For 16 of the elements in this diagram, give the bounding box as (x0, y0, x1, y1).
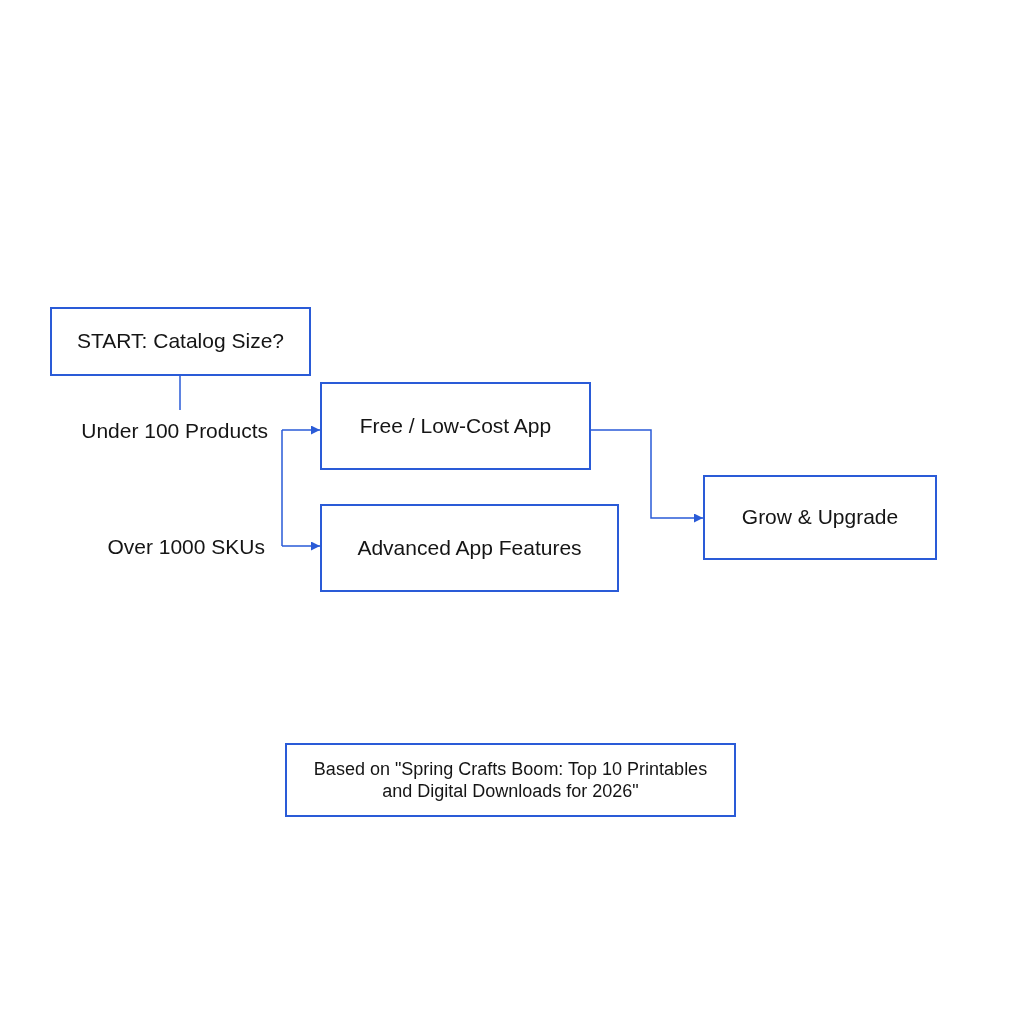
arrow (281, 425, 321, 435)
arrow (590, 429, 704, 523)
start-box (50, 307, 311, 376)
node-text: Based on "Spring Crafts Boom: Top 10 Printables and Digital Downloads for 2026" (312, 757, 709, 803)
branch-label: Over 1000 SKUs (107, 533, 265, 560)
connector-line (179, 375, 181, 411)
process-box (703, 475, 937, 560)
process-box (320, 504, 619, 592)
node-text: START: Catalog Size? (77, 328, 284, 355)
node-text: Free / Low-Cost App (359, 412, 552, 439)
branch-label: Under 100 Products (81, 417, 268, 444)
node-text: Grow & Upgrade (741, 504, 899, 531)
arrow (281, 429, 321, 551)
node-text: Advanced App Features (357, 534, 582, 561)
process-box (320, 382, 591, 470)
source-note-box (285, 743, 736, 817)
